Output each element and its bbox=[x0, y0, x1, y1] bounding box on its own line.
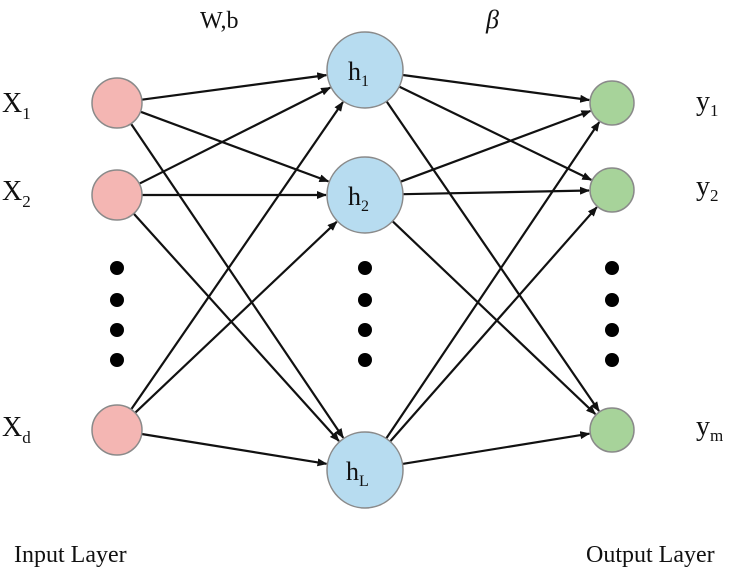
hidden-node-2 bbox=[326, 156, 404, 234]
hidden-output-edge-0-1 bbox=[398, 85, 593, 181]
hidden-node-1 bbox=[326, 31, 404, 109]
output-ellipsis bbox=[605, 261, 619, 367]
beta-label: β bbox=[485, 5, 499, 34]
input-hidden-edge-2-2 bbox=[141, 432, 328, 467]
input-hidden-edge-2-1 bbox=[134, 221, 338, 414]
output-layer-label: Output Layer bbox=[586, 542, 715, 568]
hidden-node-L-label: hL bbox=[346, 457, 369, 490]
output-node-2 bbox=[589, 167, 635, 213]
output-label-m: ym bbox=[696, 411, 723, 445]
input-hidden-edge-0-1 bbox=[140, 110, 330, 183]
input-node-1 bbox=[91, 77, 143, 129]
hidden-output-edge-1-0 bbox=[400, 109, 592, 183]
input-label-2: X2 bbox=[2, 176, 31, 211]
hidden-output-edge-0-0 bbox=[402, 73, 591, 103]
input-hidden-edge-0-0 bbox=[141, 72, 328, 101]
hidden-output-edge-1-1 bbox=[402, 186, 590, 196]
output-node-1 bbox=[589, 80, 635, 126]
input-hidden-edge-0-2 bbox=[130, 123, 345, 439]
input-layer-label: Input Layer bbox=[14, 542, 127, 568]
weights-bias-label: W,b bbox=[200, 8, 238, 34]
hidden-output-edge-2-0 bbox=[385, 121, 601, 440]
input-node-2 bbox=[91, 169, 143, 221]
connections bbox=[130, 72, 601, 467]
input-node-d bbox=[91, 404, 143, 456]
output-label-1: y1 bbox=[696, 86, 719, 120]
input-hidden-edge-1-2 bbox=[132, 212, 340, 442]
output-node-m bbox=[589, 407, 635, 453]
hidden-output-edge-1-2 bbox=[391, 220, 597, 415]
hidden-output-edge-2-1 bbox=[389, 206, 598, 443]
input-hidden-edge-1-0 bbox=[138, 86, 332, 185]
input-ellipsis bbox=[110, 261, 124, 367]
output-label-2: y2 bbox=[696, 171, 719, 205]
hidden-output-edge-2-2 bbox=[402, 431, 591, 465]
hidden-node-L bbox=[326, 431, 404, 509]
input-label-1: X1 bbox=[2, 88, 31, 123]
hidden-node-2-label: h2 bbox=[348, 182, 369, 215]
input-hidden-edge-2-0 bbox=[130, 101, 344, 411]
hidden-ellipsis bbox=[358, 261, 372, 367]
input-label-d: Xd bbox=[2, 412, 31, 447]
hidden-node-1-label: h1 bbox=[348, 57, 369, 90]
hidden-output-edge-0-2 bbox=[385, 100, 600, 412]
